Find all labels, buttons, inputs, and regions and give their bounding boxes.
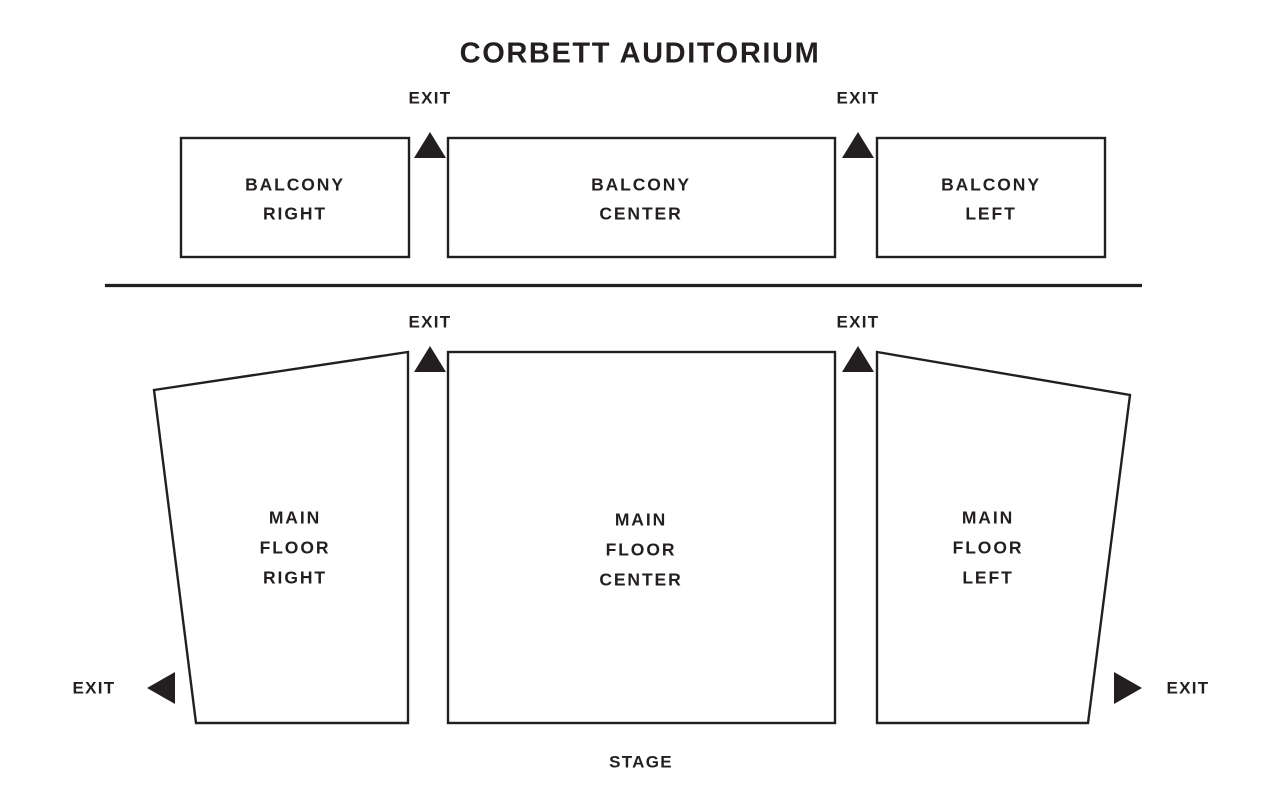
- section-balcony-right[interactable]: BALCONY RIGHT: [179, 136, 411, 259]
- main-floor-right-label-line3: RIGHT: [263, 568, 327, 588]
- exit-main-floor-left-label: EXIT: [837, 312, 880, 331]
- exit-main-floor-right-label: EXIT: [409, 312, 452, 331]
- main-floor-left-label-line3: LEFT: [962, 568, 1013, 588]
- exit-left-arrow-icon: [147, 672, 175, 704]
- exit-side-right[interactable]: EXIT: [73, 672, 176, 704]
- section-main-floor-center[interactable]: MAIN FLOOR CENTER: [446, 350, 837, 725]
- balcony-center-label-line2: CENTER: [599, 204, 682, 224]
- main-floor-level: MAIN FLOOR RIGHT MAIN FLOOR CENTER MAIN …: [73, 312, 1210, 725]
- balcony-right-label-line1: BALCONY: [245, 175, 345, 195]
- exit-balcony-left[interactable]: EXIT: [837, 88, 880, 158]
- exit-side-left-label: EXIT: [1167, 678, 1210, 697]
- main-floor-center-label-line3: CENTER: [599, 570, 682, 590]
- exit-up-arrow-icon: [842, 346, 874, 372]
- balcony-left-shape[interactable]: [875, 136, 1107, 259]
- main-floor-right-label-line1: MAIN: [269, 508, 321, 528]
- stage-label: STAGE: [609, 752, 673, 771]
- exit-side-right-label: EXIT: [73, 678, 116, 697]
- main-floor-left-label-line1: MAIN: [962, 508, 1014, 528]
- exit-side-left[interactable]: EXIT: [1114, 672, 1210, 704]
- main-floor-right-label-line2: FLOOR: [260, 538, 331, 558]
- main-floor-left-label-line2: FLOOR: [953, 538, 1024, 558]
- exit-balcony-left-label: EXIT: [837, 88, 880, 107]
- exit-main-floor-left[interactable]: EXIT: [837, 312, 880, 372]
- page-title: CORBETT AUDITORIUM: [460, 38, 821, 70]
- section-main-floor-right[interactable]: MAIN FLOOR RIGHT: [152, 350, 410, 725]
- main-floor-center-label-line2: FLOOR: [606, 540, 677, 560]
- main-floor-center-label-line1: MAIN: [615, 510, 667, 530]
- exit-right-arrow-icon: [1114, 672, 1142, 704]
- main-floor-left-shape[interactable]: [875, 350, 1132, 725]
- balcony-center-shape[interactable]: [446, 136, 837, 259]
- exit-main-floor-right[interactable]: EXIT: [409, 312, 452, 372]
- exit-balcony-right-label: EXIT: [409, 88, 452, 107]
- balcony-right-shape[interactable]: [179, 136, 411, 259]
- main-floor-center-shape[interactable]: [446, 350, 837, 725]
- balcony-center-label-line1: BALCONY: [591, 175, 691, 195]
- section-main-floor-left[interactable]: MAIN FLOOR LEFT: [875, 350, 1132, 725]
- balcony-level: BALCONY RIGHT BALCONY CENTER BALCONY LEF…: [179, 88, 1107, 259]
- exit-balcony-right[interactable]: EXIT: [409, 88, 452, 158]
- balcony-left-label-line1: BALCONY: [941, 175, 1041, 195]
- main-floor-right-shape[interactable]: [152, 350, 410, 725]
- exit-up-arrow-icon: [414, 132, 446, 158]
- exit-up-arrow-icon: [842, 132, 874, 158]
- section-balcony-center[interactable]: BALCONY CENTER: [446, 136, 837, 259]
- exit-up-arrow-icon: [414, 346, 446, 372]
- section-balcony-left[interactable]: BALCONY LEFT: [875, 136, 1107, 259]
- balcony-right-label-line2: RIGHT: [263, 204, 327, 224]
- balcony-left-label-line2: LEFT: [965, 204, 1016, 224]
